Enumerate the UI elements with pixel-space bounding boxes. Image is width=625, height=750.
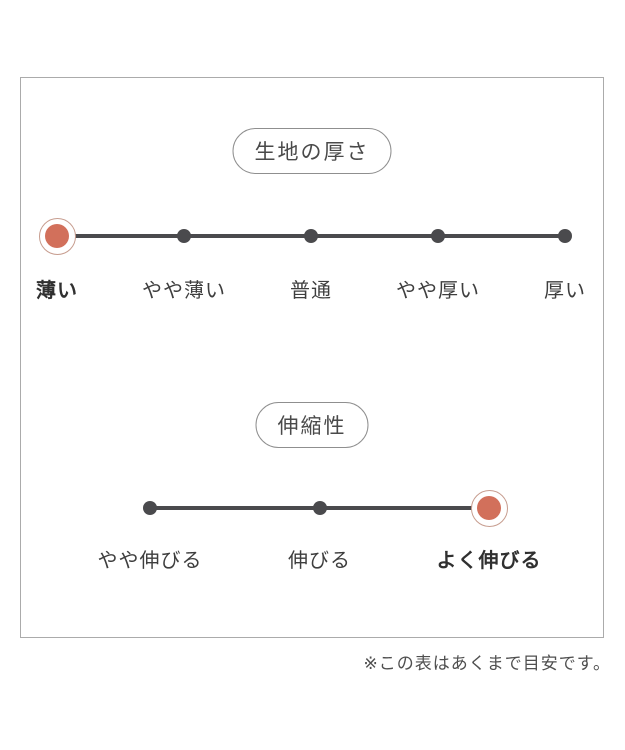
stretch-dot-2 (312, 501, 327, 515)
thickness-dot-5 (558, 229, 572, 243)
stretch-scale-title-pill: 伸縮性 (255, 402, 369, 448)
disclaimer-note: ※この表はあくまで目安です。 (363, 654, 611, 674)
thickness-label-thin: 薄い (36, 278, 78, 302)
spec-panel: 生地の厚さ 薄い やや薄い 普通 やや厚い 厚い 伸縮性 やや伸びる 伸びる よ… (20, 77, 604, 638)
thickness-selected-dot (45, 224, 69, 248)
stretch-label-some: やや伸びる (97, 548, 203, 572)
thickness-dot-4 (431, 229, 445, 243)
thickness-scale-title: 生地の厚さ (254, 140, 370, 164)
thickness-label-thick: 厚い (544, 278, 586, 302)
thickness-dot-3 (304, 229, 318, 243)
stretch-selected-dot (477, 496, 501, 520)
stretch-label-mid: 伸びる (288, 548, 351, 572)
stretch-label-high: よく伸びる (436, 548, 542, 572)
thickness-label-semi-thin: やや薄い (142, 278, 226, 302)
stretch-dot-1 (143, 501, 157, 515)
thickness-label-semi-thick: やや厚い (396, 278, 480, 302)
thickness-scale-title-pill: 生地の厚さ (232, 128, 392, 174)
thickness-dot-2 (177, 229, 191, 243)
thickness-selected-marker (38, 217, 76, 255)
thickness-label-normal: 普通 (290, 278, 332, 302)
stretch-selected-marker (470, 489, 508, 527)
stretch-scale-title: 伸縮性 (277, 414, 347, 438)
